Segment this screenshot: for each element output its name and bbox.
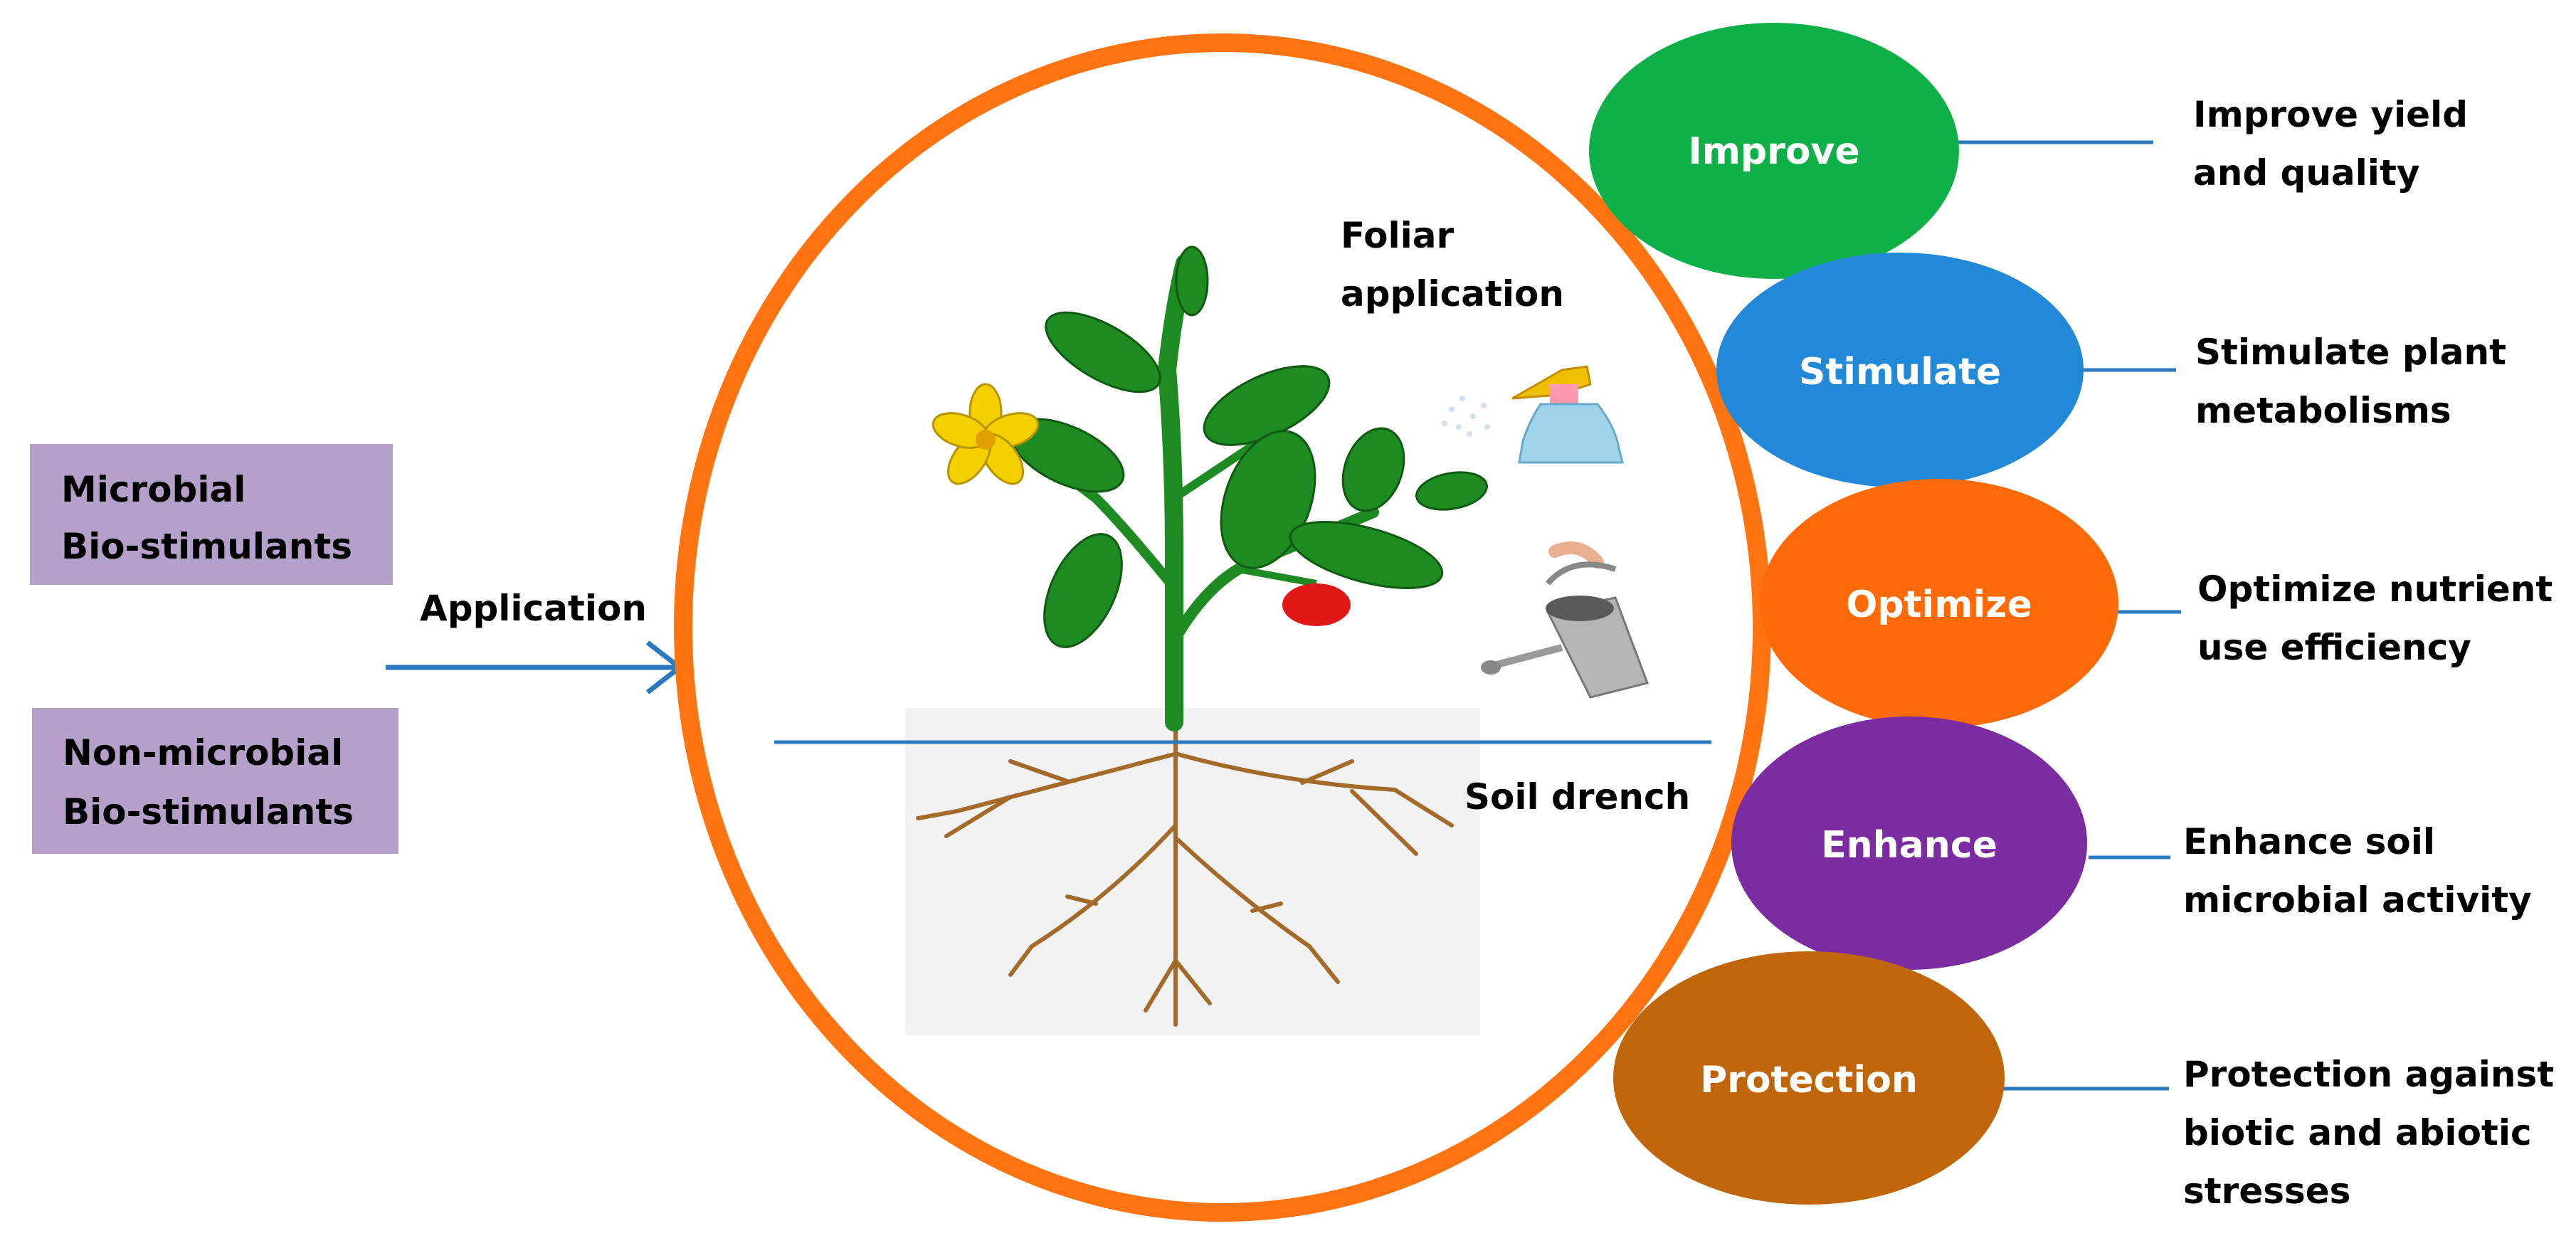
arrow-right-icon	[386, 640, 684, 694]
desc-protection-line3: stresses	[2183, 1170, 2350, 1212]
input-microbial-box	[30, 444, 393, 585]
oval-stimulate-label: Stimulate	[1799, 351, 2001, 393]
input-microbial-line1: Microbial	[61, 469, 246, 510]
desc-stimulate-line1: Stimulate plant	[2195, 332, 2506, 373]
oval-protection-label: Protection	[1700, 1059, 1918, 1101]
watering-can-icon	[1481, 541, 1649, 699]
application-label: Application	[420, 588, 647, 629]
input-microbial: Microbial Bio-stimulants	[30, 444, 393, 585]
soil-drench-label: Soil drench	[1464, 776, 1690, 818]
application-ring	[674, 33, 1771, 1222]
input-microbial-line2: Bio-stimulants	[61, 526, 352, 567]
oval-improve-label: Improve	[1688, 130, 1859, 173]
desc-optimize-line2: use efficiency	[2197, 627, 2471, 668]
leaves	[1010, 245, 1488, 648]
desc-enhance-line2: microbial activity	[2183, 879, 2532, 921]
desc-improve-line2: and quality	[2193, 152, 2419, 194]
input-non-microbial-box	[32, 708, 398, 854]
connector-lines	[1957, 140, 2181, 1091]
oval-stimulate: Stimulate	[1716, 253, 2084, 487]
oval-enhance-label: Enhance	[1821, 824, 1997, 867]
desc-protection-line2: biotic and abiotic	[2183, 1112, 2532, 1153]
desc-improve-line1: Improve yield	[2193, 94, 2468, 135]
oval-improve: Improve	[1589, 23, 1959, 279]
foliar-label-line1: Foliar	[1341, 215, 1454, 256]
roots	[916, 717, 1454, 1027]
oval-enhance: Enhance	[1731, 717, 2087, 970]
desc-optimize-line1: Optimize nutrient	[2197, 569, 2553, 610]
desc-protection-line1: Protection against	[2183, 1054, 2554, 1095]
oval-optimize: Optimize	[1760, 479, 2118, 728]
oval-protection: Protection	[1613, 951, 2005, 1205]
desc-stimulate-line2: metabolisms	[2195, 390, 2451, 431]
input-non-microbial-line2: Bio-stimulants	[63, 791, 354, 832]
input-non-microbial: Non-microbial Bio-stimulants	[32, 708, 398, 854]
foliar-label-line2: application	[1341, 273, 1564, 314]
desc-enhance-line1: Enhance soil	[2183, 821, 2435, 862]
flower	[931, 383, 1040, 485]
tomato-fruit	[1282, 583, 1351, 626]
spray-bottle-icon	[1442, 365, 1624, 464]
oval-optimize-label: Optimize	[1846, 583, 2032, 626]
input-non-microbial-line1: Non-microbial	[63, 732, 343, 773]
plant-with-roots-icon	[905, 245, 1488, 1035]
